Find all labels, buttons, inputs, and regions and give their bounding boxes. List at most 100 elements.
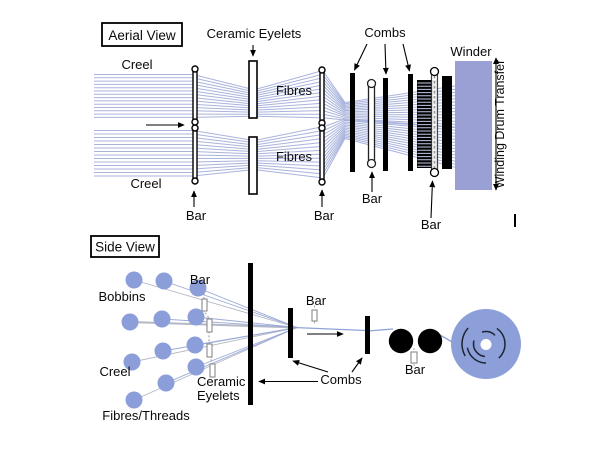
bar-creel-label: Bar (186, 208, 207, 223)
ceramic-eyelets-side-label-line2: Eyelets (197, 388, 240, 403)
bar-before-winder (429, 66, 440, 178)
thread-line (197, 287, 298, 328)
eyelet-column-dashes (203, 293, 213, 379)
bar-rod (319, 69, 325, 124)
fibre-line (94, 118, 456, 141)
ceramic-eyelet (206, 343, 213, 358)
arrow-to-side-comb2 (292, 359, 329, 373)
bobbin (157, 374, 175, 392)
bar-in-combs (366, 78, 377, 169)
drum-axle (480, 339, 492, 350)
fibre-line (94, 92, 456, 112)
bar-knob (191, 65, 199, 73)
fibre-line (94, 124, 456, 150)
bar-icon (410, 351, 418, 364)
bar-icon (311, 309, 318, 322)
comb-bar-1 (350, 73, 355, 172)
fibre-line (94, 106, 456, 119)
bobbin (189, 279, 207, 297)
fibre-line (94, 110, 456, 122)
fibre-line (94, 137, 456, 179)
bar-middle-label: Bar (306, 293, 327, 308)
bar-rod (192, 127, 198, 182)
ceramic-eyelets-side-label-line1: Ceramic (197, 374, 246, 389)
bar-after-eyelets (318, 66, 326, 186)
thread-line (195, 316, 298, 328)
bar-rod (192, 68, 198, 123)
side-view-title: Side View (95, 240, 155, 255)
bobbin (123, 353, 141, 371)
creel-side-label: Creel (99, 364, 130, 379)
bobbins-group (121, 271, 207, 409)
ceramic-eyelet (201, 298, 208, 312)
comb-bar-2 (383, 78, 388, 171)
thread-line (165, 327, 298, 384)
fibre-line (94, 102, 456, 116)
combs-label: Combs (364, 25, 406, 40)
fibre-line (94, 115, 456, 129)
bobbin (153, 310, 171, 328)
arrow-to-comb2 (382, 43, 389, 75)
fibre-line (94, 88, 456, 110)
bobbin (121, 313, 139, 331)
bar-knob (429, 66, 440, 77)
side-comb-1 (248, 263, 253, 405)
aerial-view: Aerial View Ceramic Eyelets Creel Creel … (94, 22, 516, 232)
drum-spiral-arc (466, 324, 506, 364)
bobbin (125, 271, 143, 289)
fibre-line (94, 130, 456, 159)
bar-in-combs-label: Bar (362, 191, 383, 206)
arrow-to-comb1 (354, 43, 368, 71)
arrow-to-comb3 (402, 43, 411, 72)
bar-knob (318, 66, 326, 74)
bobbin (155, 272, 173, 290)
fibre-line (94, 122, 456, 148)
bar-rod (367, 82, 376, 165)
fibre-line (94, 77, 456, 106)
fibre-line (94, 133, 456, 167)
fibre-line (94, 84, 456, 109)
fibre-line (94, 119, 456, 143)
thread-line (131, 327, 298, 363)
thread-line (195, 327, 298, 368)
bobbins-label: Bobbins (99, 289, 146, 304)
bar-knob (318, 124, 326, 132)
side-arrows (258, 331, 363, 385)
comb-bar-4 (442, 76, 452, 169)
side-comb-2 (288, 308, 293, 358)
side-comb-3 (365, 316, 370, 354)
bobbin (154, 342, 172, 360)
bar-top-label: Bar (190, 272, 211, 287)
fibres-threads-label: Fibres/Threads (102, 408, 190, 423)
roller-left (388, 328, 414, 354)
fibre-line (94, 121, 456, 146)
bar-knob (366, 78, 377, 89)
ceramic-eyelet (209, 363, 216, 378)
fibre-band-bottom (94, 118, 456, 179)
bar-right-label: Bar (405, 362, 426, 377)
bar-knob (191, 177, 199, 185)
creel-top-label: Creel (121, 57, 152, 72)
arrow-to-side-comb3 (351, 357, 363, 373)
bar-knob (366, 158, 377, 169)
side-view: Side View Bobbins Bar Creel Fibres/Threa… (90, 235, 521, 423)
bobbin (186, 336, 204, 354)
fibre-line (94, 128, 456, 157)
fibre-band-top (94, 70, 456, 129)
bar-before-winder-label: Bar (421, 217, 442, 232)
ceramic-eyelets-label: Ceramic Eyelets (207, 26, 302, 41)
aerial-view-title: Aerial View (108, 28, 176, 43)
fibre-line (94, 136, 456, 175)
winder-rect (455, 61, 492, 190)
bar-rod (319, 127, 325, 183)
winding-drum-transfer-label: Winding Drum Transfer (493, 60, 507, 189)
bar-knob (191, 124, 199, 132)
thread-line (163, 280, 298, 328)
drum-spiral-arc (461, 319, 511, 369)
thread-line (161, 318, 298, 328)
thread-line (293, 326, 367, 332)
fibres-top-label: Fibres (276, 83, 313, 98)
fibre-line (94, 74, 456, 105)
